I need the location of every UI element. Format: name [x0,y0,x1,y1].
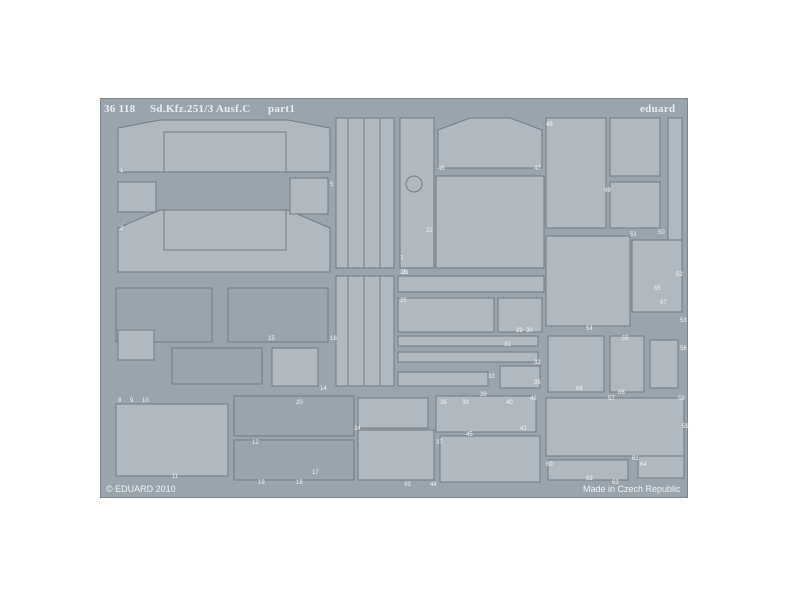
part-number-39: 39 [480,392,487,398]
part-number-52: 52 [676,272,683,278]
part-number-38: 38 [462,400,469,406]
part-number-20: 20 [296,400,303,406]
part-number-18: 18 [296,480,303,486]
part-number-12: 12 [252,440,259,446]
part-number-40: 40 [506,400,513,406]
bracket-part-5 [289,177,329,215]
part-number-66: 66 [618,390,625,396]
part-number-2: 2 [120,226,124,232]
part-number-19: 19 [258,480,265,486]
part-number-59: 59 [682,424,689,430]
part-number-53: 53 [680,318,687,324]
part-number-8: 8 [118,398,122,404]
part-number-21: 21 [402,270,409,276]
part-label: part1 [268,103,296,115]
part-number-29: 29 [516,328,523,334]
part-number-49: 49 [604,188,611,194]
part-number-60: 60 [546,462,553,468]
part-number-15: 15 [268,336,275,342]
part-number-31: 31 [504,342,511,348]
part-number-63: 63 [612,480,619,486]
part-number-1: 1 [120,168,124,174]
part-number-25: 25 [400,298,407,304]
part-number-16: 16 [330,336,337,342]
part-number-42: 42 [530,396,537,402]
part-number-64: 64 [640,462,647,468]
part-number-41: 41 [520,426,527,432]
part-number-65: 65 [654,286,661,292]
part-number-43: 43 [404,482,411,488]
part-number-32: 32 [534,360,541,366]
part-number-51: 51 [630,232,637,238]
part-number-55: 55 [622,336,629,342]
part-number-56: 56 [680,346,687,352]
part-number-7: 7 [400,256,404,262]
part-number-54: 54 [586,326,593,332]
part-number-45: 45 [466,432,473,438]
part-number-67: 67 [660,300,667,306]
part-number-28: 28 [400,270,407,276]
product-code: 36 118 [104,103,136,115]
brand-logo: eduard [640,103,676,115]
part-number-57: 57 [608,396,615,402]
bracket-part [117,181,157,213]
part-number-14: 14 [320,386,327,392]
part-number-22: 22 [426,228,433,234]
part-number-11: 11 [172,474,179,480]
part-number-9: 9 [130,398,134,404]
part-number-61: 61 [632,456,639,462]
part-number-5: 5 [330,182,334,188]
part-number-46: 46 [438,166,445,172]
origin-text: Made in Czech Republic [583,484,681,494]
part-number-24: 24 [354,426,361,432]
part-number-33: 33 [488,374,495,380]
part-number-47: 47 [534,166,541,172]
part-number-36: 36 [440,400,447,406]
part-number-58: 58 [678,396,685,402]
part-number-30: 30 [526,328,533,334]
part-number-50: 50 [658,230,665,236]
part-number-10: 10 [142,398,149,404]
part-number-44: 44 [430,482,437,488]
part-number-35: 35 [534,380,541,386]
copyright-text: © EDUARD 2010 [106,484,176,494]
part-number-17: 17 [312,470,319,476]
part-number-48: 48 [546,122,553,128]
part-number-62: 62 [586,476,593,482]
part-number-68: 68 [576,386,583,392]
part-number-37: 37 [436,440,443,446]
product-title: Sd.Kfz.251/3 Ausf.C [150,103,251,115]
